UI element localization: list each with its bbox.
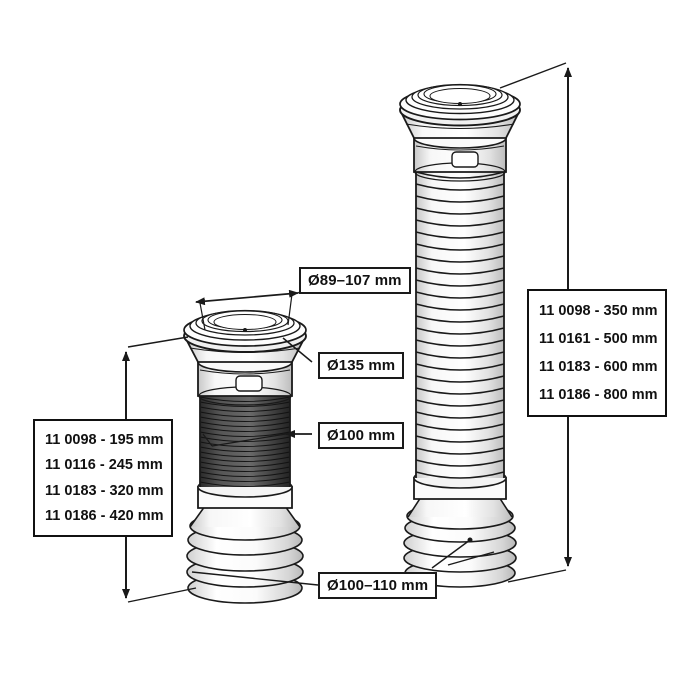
bottom-diameter-leaders	[191, 537, 495, 586]
left-product-illustration	[183, 309, 307, 604]
left-part-spec-list: 11 0098 - 195 mm 11 0116 - 245 mm 11 018…	[33, 419, 173, 537]
right-spec-row: 11 0161 - 500 mm	[539, 330, 658, 347]
left-spec-row: 11 0186 - 420 mm	[45, 508, 164, 524]
left-spec-row: 11 0098 - 195 mm	[45, 431, 164, 448]
right-spec-row: 11 0098 - 350 mm	[539, 302, 658, 319]
callout-top-opening-diameter: Ø89–107 mm	[299, 267, 411, 294]
flange-diameter-leader	[282, 337, 313, 363]
left-spec-row: 11 0116 - 245 mm	[45, 457, 163, 473]
hose-diameter-leader	[202, 430, 312, 447]
callout-bottom-diameter: Ø100–110 mm	[318, 572, 438, 599]
right-part-spec-list: 11 0098 - 350 mm 11 0161 - 500 mm 11 018…	[527, 289, 667, 417]
spec-box-stems	[125, 68, 569, 598]
right-spec-row: 11 0186 - 800 mm	[539, 386, 658, 403]
right-product-illustration	[399, 83, 521, 588]
left-spec-row: 11 0183 - 320 mm	[45, 482, 164, 499]
callout-hose-diameter: Ø100 mm	[318, 422, 405, 449]
right-spec-row: 11 0183 - 600 mm	[539, 358, 658, 375]
callout-flange-diameter: Ø135 mm	[318, 352, 405, 379]
